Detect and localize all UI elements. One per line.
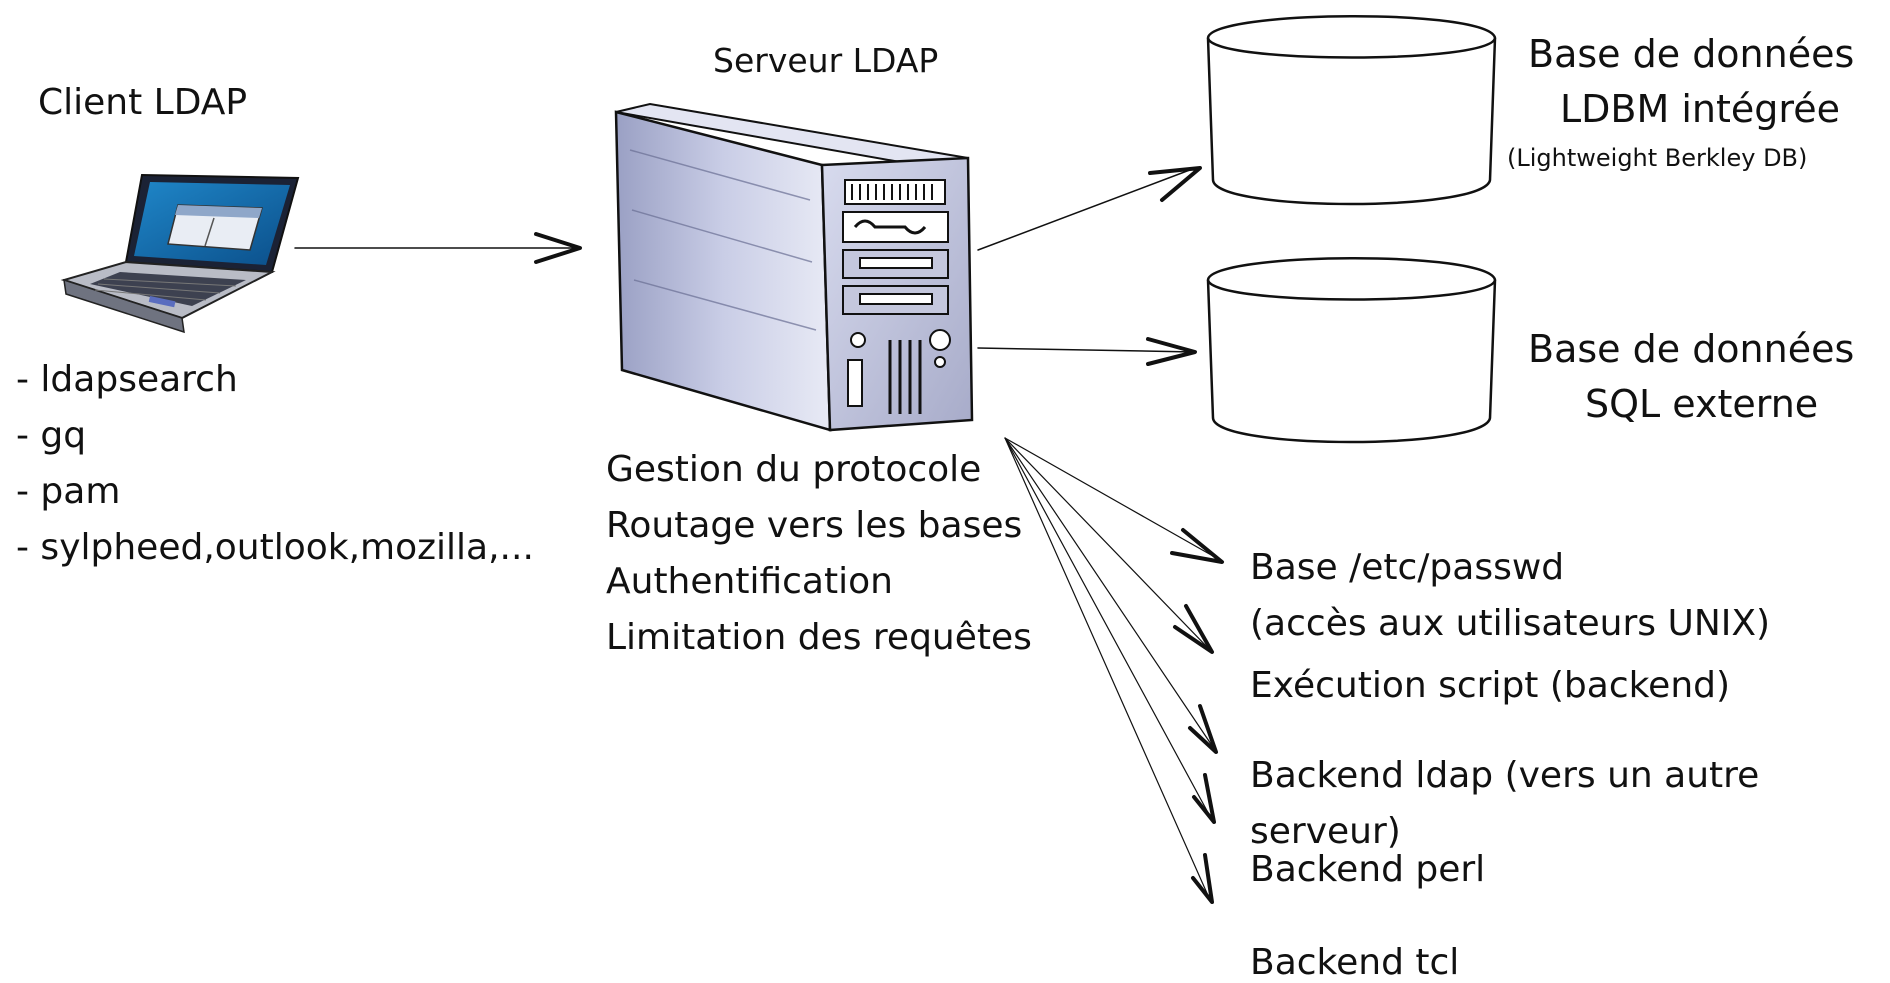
- database-cylinder-ldbm: [1206, 15, 1497, 206]
- laptop-icon: [60, 173, 300, 334]
- ldbm-label-line2: LDBM intégrée: [1560, 87, 1840, 131]
- client-tool-item: - sylpheed,outlook,mozilla,...: [16, 527, 534, 568]
- server-function-item: Routage vers les bases: [606, 505, 1023, 546]
- ldbm-label-line3: (Lightweight Berkley DB): [1507, 144, 1808, 172]
- backend-passwd: Base /etc/passwd: [1250, 547, 1565, 588]
- arrow-server-to-sql-head: [1146, 337, 1197, 366]
- sql-label-line1: Base de données: [1528, 327, 1855, 371]
- arrow-server-to-ldbm-head: [1148, 166, 1202, 202]
- arrow-server-to-sql: [977, 347, 1196, 353]
- arrow-server-to-ldbm: [977, 167, 1196, 251]
- database-cylinder-sql: [1206, 257, 1497, 444]
- client-tool-item: - ldapsearch: [16, 359, 238, 400]
- backend-ldap: Backend ldap (vers un autre: [1250, 755, 1760, 796]
- backend-ldap-note: serveur): [1250, 811, 1401, 852]
- client-tools-list: - ldapsearch - gq - pam - sylpheed,outlo…: [16, 352, 534, 576]
- arrowheads-to-backends: [1170, 528, 1224, 904]
- ldbm-label-line1: Base de données: [1528, 32, 1855, 76]
- server-function-item: Limitation des requêtes: [606, 617, 1032, 658]
- server-function-item: Authentification: [606, 561, 893, 602]
- server-title: Serveur LDAP: [713, 41, 939, 80]
- client-title: Client LDAP: [38, 82, 248, 123]
- client-tool-item: - gq: [16, 415, 87, 456]
- client-tool-item: - pam: [16, 471, 121, 512]
- arrow-client-to-server-head: [534, 232, 582, 264]
- backend-script: Exécution script (backend): [1250, 665, 1731, 706]
- sql-label-line2: SQL externe: [1585, 382, 1819, 426]
- backend-tcl: Backend tcl: [1250, 942, 1460, 983]
- backend-passwd-note: (accès aux utilisateurs UNIX): [1250, 603, 1771, 644]
- backend-perl: Backend perl: [1250, 849, 1486, 890]
- server-function-item: Gestion du protocole: [606, 449, 982, 490]
- server-functions-list: Gestion du protocole Routage vers les ba…: [606, 442, 1032, 666]
- arrows-to-backends: [1004, 437, 1221, 901]
- server-tower-icon: [614, 102, 974, 432]
